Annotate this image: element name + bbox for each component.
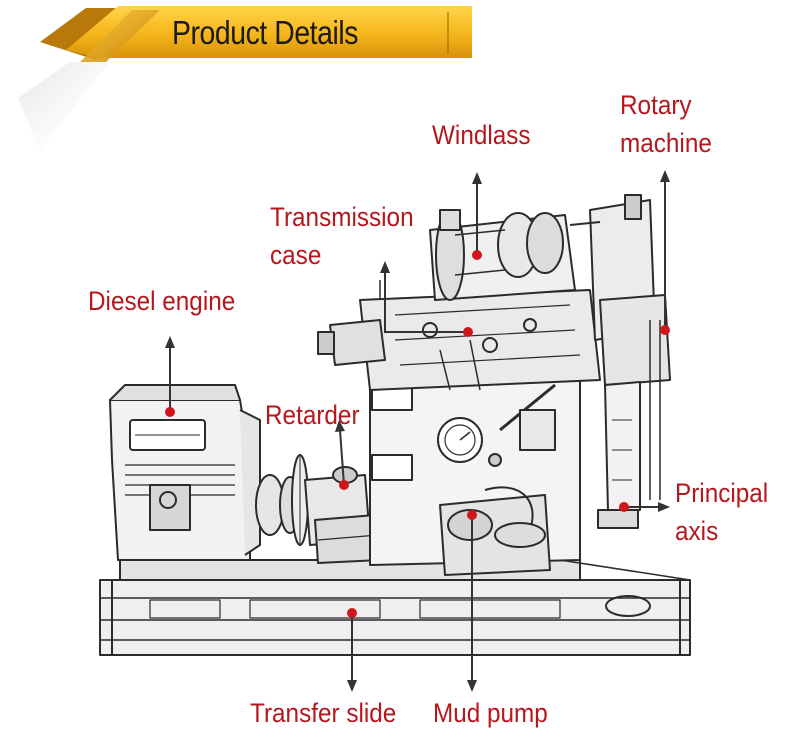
transmission-case-sketch — [317, 289, 601, 391]
retarder-sketch — [304, 466, 381, 564]
diesel-engine-sketch — [109, 384, 261, 561]
header-banner — [18, 6, 472, 150]
label-windlass: Windlass — [432, 120, 531, 150]
coupling-sketch — [255, 454, 309, 546]
pointer-arrows — [165, 170, 670, 692]
label-rotary-machine: Rotary machine — [620, 90, 712, 158]
label-diesel-engine: Diesel engine — [88, 286, 236, 316]
marker-dots — [165, 250, 670, 618]
page-title: Product Details — [172, 14, 358, 51]
label-transfer-slide: Transfer slide — [250, 698, 397, 728]
label-mud-pump: Mud pump — [433, 698, 548, 728]
label-retarder: Retarder — [265, 400, 360, 430]
base-skid — [99, 559, 691, 656]
windlass-sketch — [429, 209, 576, 301]
label-transmission-case: Transmission case — [270, 202, 414, 270]
rotary-machine-sketch — [569, 194, 671, 529]
label-principal-axis: Principal axis — [675, 478, 769, 546]
